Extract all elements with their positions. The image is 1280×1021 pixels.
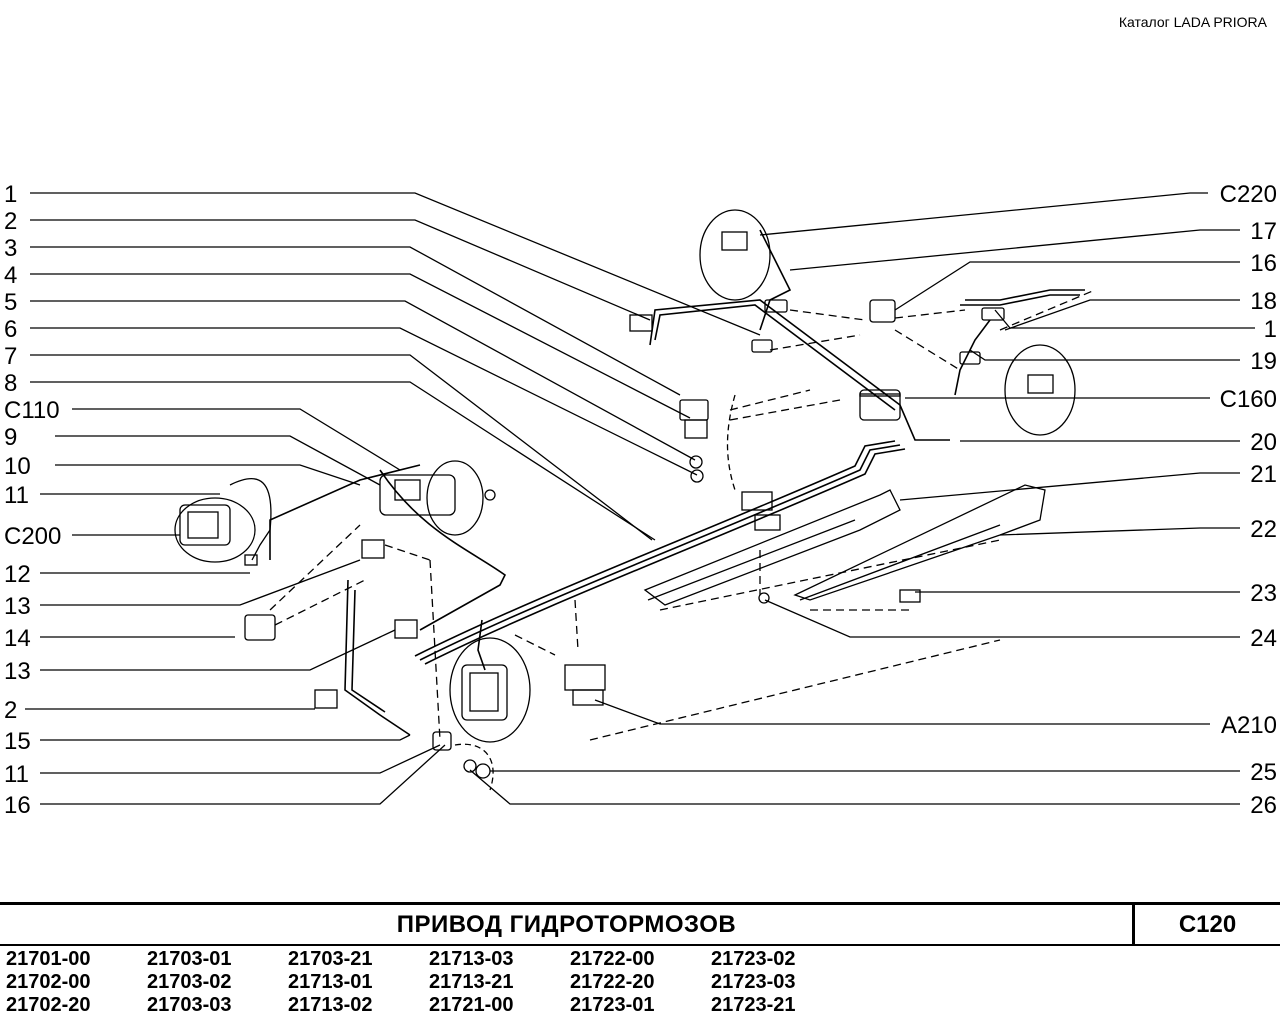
label-c200: C200 xyxy=(4,523,61,550)
underbody-shield-right xyxy=(793,484,1046,601)
tee-fittings xyxy=(361,299,901,639)
model-code: 21722-00 xyxy=(570,948,655,970)
label-16r: 16 xyxy=(1250,250,1277,277)
model-code: 21702-20 xyxy=(6,994,91,1016)
label-21: 21 xyxy=(1250,461,1277,488)
label-12: 12 xyxy=(4,561,31,588)
brake-pipes xyxy=(269,229,1085,736)
label-6: 6 xyxy=(4,316,17,343)
label-1r: 1 xyxy=(1264,316,1277,343)
label-18: 18 xyxy=(1250,288,1277,315)
model-code: 21723-01 xyxy=(570,994,655,1016)
label-15: 15 xyxy=(4,728,31,755)
underbody-shield-left xyxy=(643,489,901,606)
model-code: 21703-03 xyxy=(147,994,232,1016)
model-code: 21723-21 xyxy=(711,994,796,1016)
label-3: 3 xyxy=(4,235,17,262)
label-22: 22 xyxy=(1250,516,1277,543)
model-code: 21703-02 xyxy=(147,971,232,993)
model-code: 21702-00 xyxy=(6,971,91,993)
label-2: 2 xyxy=(4,208,17,235)
model-code: 21703-01 xyxy=(147,948,232,970)
model-code: 21703-21 xyxy=(288,948,373,970)
master-cylinder-booster xyxy=(379,460,496,536)
rear-hoses xyxy=(751,299,1005,365)
model-code: 21723-02 xyxy=(711,948,796,970)
brake-system-diagram: 1 2 3 4 5 6 7 8 C110 9 10 11 C200 12 13 … xyxy=(4,181,1277,819)
right-leader-lines xyxy=(469,192,1255,805)
nut-arc xyxy=(454,743,494,791)
bracket-arc xyxy=(726,394,736,491)
label-11b: 11 xyxy=(4,761,29,788)
model-code: 21723-03 xyxy=(711,971,796,993)
label-19: 19 xyxy=(1250,348,1277,375)
label-9: 9 xyxy=(4,424,17,451)
model-code: 21721-00 xyxy=(429,994,514,1016)
model-code: 21713-02 xyxy=(288,994,373,1016)
rear-left-drum xyxy=(699,209,771,301)
left-callout-labels: 1 2 3 4 5 6 7 8 C110 9 10 11 C200 12 13 … xyxy=(4,181,61,819)
label-1: 1 xyxy=(4,181,17,208)
section-code: C120 xyxy=(1178,911,1237,938)
label-11: 11 xyxy=(4,482,29,509)
label-c160: C160 xyxy=(1220,386,1277,413)
label-c110: C110 xyxy=(4,397,60,424)
label-17: 17 xyxy=(1250,218,1277,245)
label-c220: C220 xyxy=(1220,181,1277,208)
footer-mid-rule xyxy=(0,944,1280,946)
label-a210: A210 xyxy=(1221,712,1277,739)
left-leader-lines xyxy=(25,192,761,805)
label-23: 23 xyxy=(1250,580,1277,607)
label-14: 14 xyxy=(4,625,31,652)
misc-clips xyxy=(244,314,921,779)
label-25: 25 xyxy=(1250,759,1277,786)
model-code: 21713-21 xyxy=(429,971,514,993)
label-5: 5 xyxy=(4,289,17,316)
footer-divider xyxy=(1132,903,1135,945)
label-10: 10 xyxy=(4,453,31,480)
model-code: 21701-00 xyxy=(6,948,91,970)
label-7: 7 xyxy=(4,343,17,370)
label-8: 8 xyxy=(4,370,17,397)
front-left-brake-assembly xyxy=(174,477,272,566)
label-4: 4 xyxy=(4,262,17,289)
catalog-header: Каталог LADA PRIORA xyxy=(1118,14,1267,30)
pipe-brackets xyxy=(564,399,781,706)
label-16: 16 xyxy=(4,792,31,819)
front-right-brake-assembly xyxy=(449,637,531,743)
model-code: 21713-01 xyxy=(288,971,373,993)
label-26: 26 xyxy=(1250,792,1277,819)
right-callout-labels: C220 17 16 18 1 19 C160 20 21 22 23 24 A… xyxy=(1220,181,1277,819)
assembly-dashes xyxy=(269,289,1096,741)
label-13: 13 xyxy=(4,593,31,620)
model-list: 21701-00 21703-01 21703-21 21713-03 2172… xyxy=(6,948,866,1017)
label-13b: 13 xyxy=(4,658,31,685)
label-2b: 2 xyxy=(4,697,17,724)
model-code: 21713-03 xyxy=(429,948,514,970)
rear-right-drum xyxy=(1004,344,1076,436)
label-24: 24 xyxy=(1250,625,1277,652)
model-code: 21722-20 xyxy=(570,971,655,993)
page-title: ПРИВОД ГИДРОТОРМОЗОВ xyxy=(396,911,737,938)
footer-top-rule xyxy=(0,902,1280,905)
label-20: 20 xyxy=(1250,429,1277,456)
